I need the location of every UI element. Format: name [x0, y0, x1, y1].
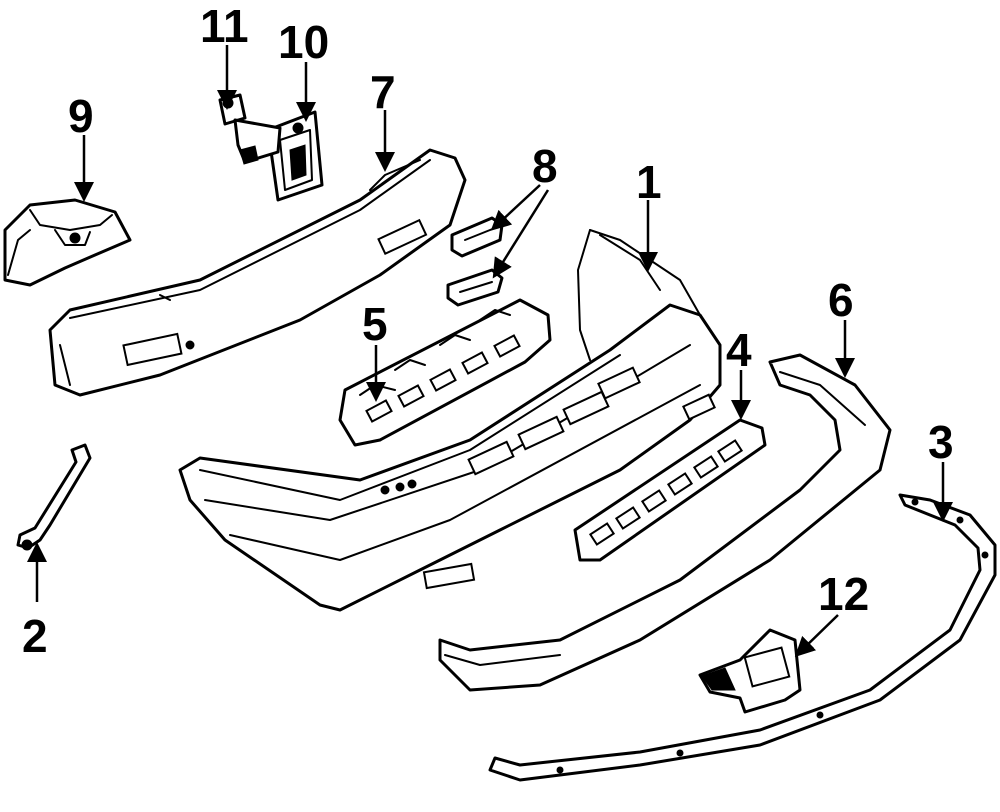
part-9-bracket — [3, 198, 132, 287]
part-10-absorber-bracket — [266, 110, 324, 202]
callout-8: 8 — [532, 140, 558, 192]
part-7-reinforcement — [48, 148, 467, 397]
callout-1: 1 — [636, 156, 662, 208]
part-12-fog-lamp — [698, 628, 802, 714]
callout-6: 6 — [828, 274, 854, 326]
part-8-brackets — [446, 216, 504, 307]
part-5-grille — [338, 298, 552, 447]
leader-lines — [27, 45, 953, 657]
part-4-lower-grille — [573, 418, 767, 562]
callout-12: 12 — [818, 568, 869, 620]
callout-labels: 1 2 3 4 5 6 7 8 9 10 11 12 — [22, 0, 954, 662]
callout-3: 3 — [928, 416, 954, 468]
part-1-bumper-cover — [178, 229, 722, 612]
callout-10: 10 — [278, 16, 329, 68]
part-6-deflector — [438, 353, 892, 692]
callout-4: 4 — [726, 324, 752, 376]
callout-7: 7 — [370, 66, 396, 118]
callout-2: 2 — [22, 610, 48, 662]
callout-5: 5 — [362, 298, 388, 350]
part-2-bolt — [16, 443, 92, 551]
part-3-trim-strip — [488, 493, 997, 782]
callout-11: 11 — [200, 0, 249, 52]
part-11-clip — [218, 93, 282, 165]
callout-9: 9 — [68, 90, 94, 142]
